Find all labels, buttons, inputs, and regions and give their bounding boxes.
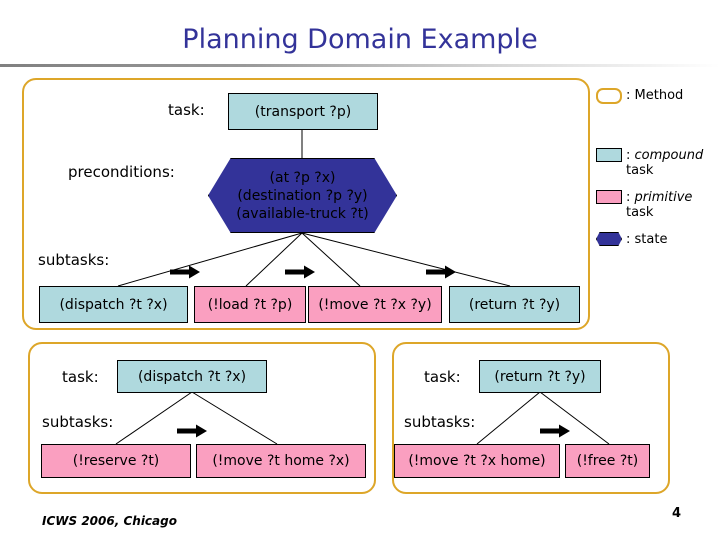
legend-label-compound-task: : compound task — [626, 148, 703, 178]
main-preconditions-hexagon: (at ?p ?x) (destination ?p ?y) (availabl… — [208, 158, 397, 233]
main-task-box-transport[interactable]: (transport ?p) — [228, 93, 378, 130]
legend-emphasis: Method — [634, 88, 684, 103]
legend-prefix: : — [626, 148, 635, 163]
method-outline-swatch-icon — [596, 88, 622, 104]
sequence-arrow-icon — [285, 265, 315, 279]
main-subtask-dispatch[interactable]: (dispatch ?t ?x) — [39, 286, 188, 323]
legend-prefix: : — [626, 88, 635, 103]
page-number: 4 — [672, 506, 682, 521]
main-subtask-move[interactable]: (!move ?t ?x ?y) — [308, 286, 442, 323]
precondition-line-1: (at ?p ?x) — [269, 169, 336, 186]
return-subtask-move-home[interactable]: (!move ?t ?x home) — [394, 444, 560, 478]
legend-second-line: task — [626, 163, 654, 178]
precondition-line-3: (available-truck ?t) — [236, 205, 369, 222]
main-preconditions-label: preconditions: — [68, 163, 175, 181]
return-subtasks-label: subtasks: — [404, 413, 476, 431]
page-title: Planning Domain Example — [182, 24, 538, 55]
method-frame-dispatch — [28, 342, 376, 494]
method-frame-transport — [22, 78, 590, 330]
sequence-arrow-icon — [170, 265, 200, 279]
sequence-arrow-icon — [426, 265, 456, 279]
primitive-task-swatch-icon — [596, 190, 622, 204]
legend-label-primitive-task: : primitive task — [626, 190, 692, 220]
sequence-arrow-icon — [540, 424, 570, 438]
return-task-box[interactable]: (return ?t ?y) — [479, 360, 601, 393]
legend-item-primitive-task: : primitive task — [596, 190, 692, 220]
precondition-line-2: (destination ?p ?y) — [237, 187, 368, 204]
return-subtask-free[interactable]: (!free ?t) — [565, 444, 650, 478]
dispatch-task-box[interactable]: (dispatch ?t ?x) — [117, 360, 267, 393]
legend-emphasis: primitive — [634, 190, 693, 205]
main-task-label: task: — [168, 101, 205, 119]
main-subtask-load[interactable]: (!load ?t ?p) — [194, 286, 306, 323]
dispatch-task-label: task: — [62, 368, 99, 386]
legend-second-line: task — [626, 205, 654, 220]
dispatch-subtask-reserve[interactable]: (!reserve ?t) — [41, 444, 191, 478]
title-divider — [0, 64, 720, 67]
legend-emphasis: state — [634, 232, 668, 247]
legend-label-method: : Method — [626, 88, 683, 103]
sequence-arrow-icon — [177, 424, 207, 438]
legend-emphasis: compound — [634, 148, 704, 163]
state-hexagon-swatch-icon — [596, 232, 622, 246]
footer-conference-text: ICWS 2006, Chicago — [42, 514, 177, 528]
dispatch-subtasks-label: subtasks: — [42, 413, 114, 431]
method-frame-return — [392, 342, 670, 494]
legend-item-method: : Method — [596, 88, 683, 104]
main-subtask-return[interactable]: (return ?t ?y) — [449, 286, 580, 323]
return-task-label: task: — [424, 368, 461, 386]
dispatch-subtask-move-home[interactable]: (!move ?t home ?x) — [196, 444, 366, 478]
legend-prefix: : — [626, 190, 635, 205]
main-subtasks-label: subtasks: — [38, 251, 110, 269]
legend-prefix: : — [626, 232, 635, 247]
legend-item-compound-task: : compound task — [596, 148, 703, 178]
legend-item-state: : state — [596, 232, 667, 247]
legend-label-state: : state — [626, 232, 667, 247]
compound-task-swatch-icon — [596, 148, 622, 162]
